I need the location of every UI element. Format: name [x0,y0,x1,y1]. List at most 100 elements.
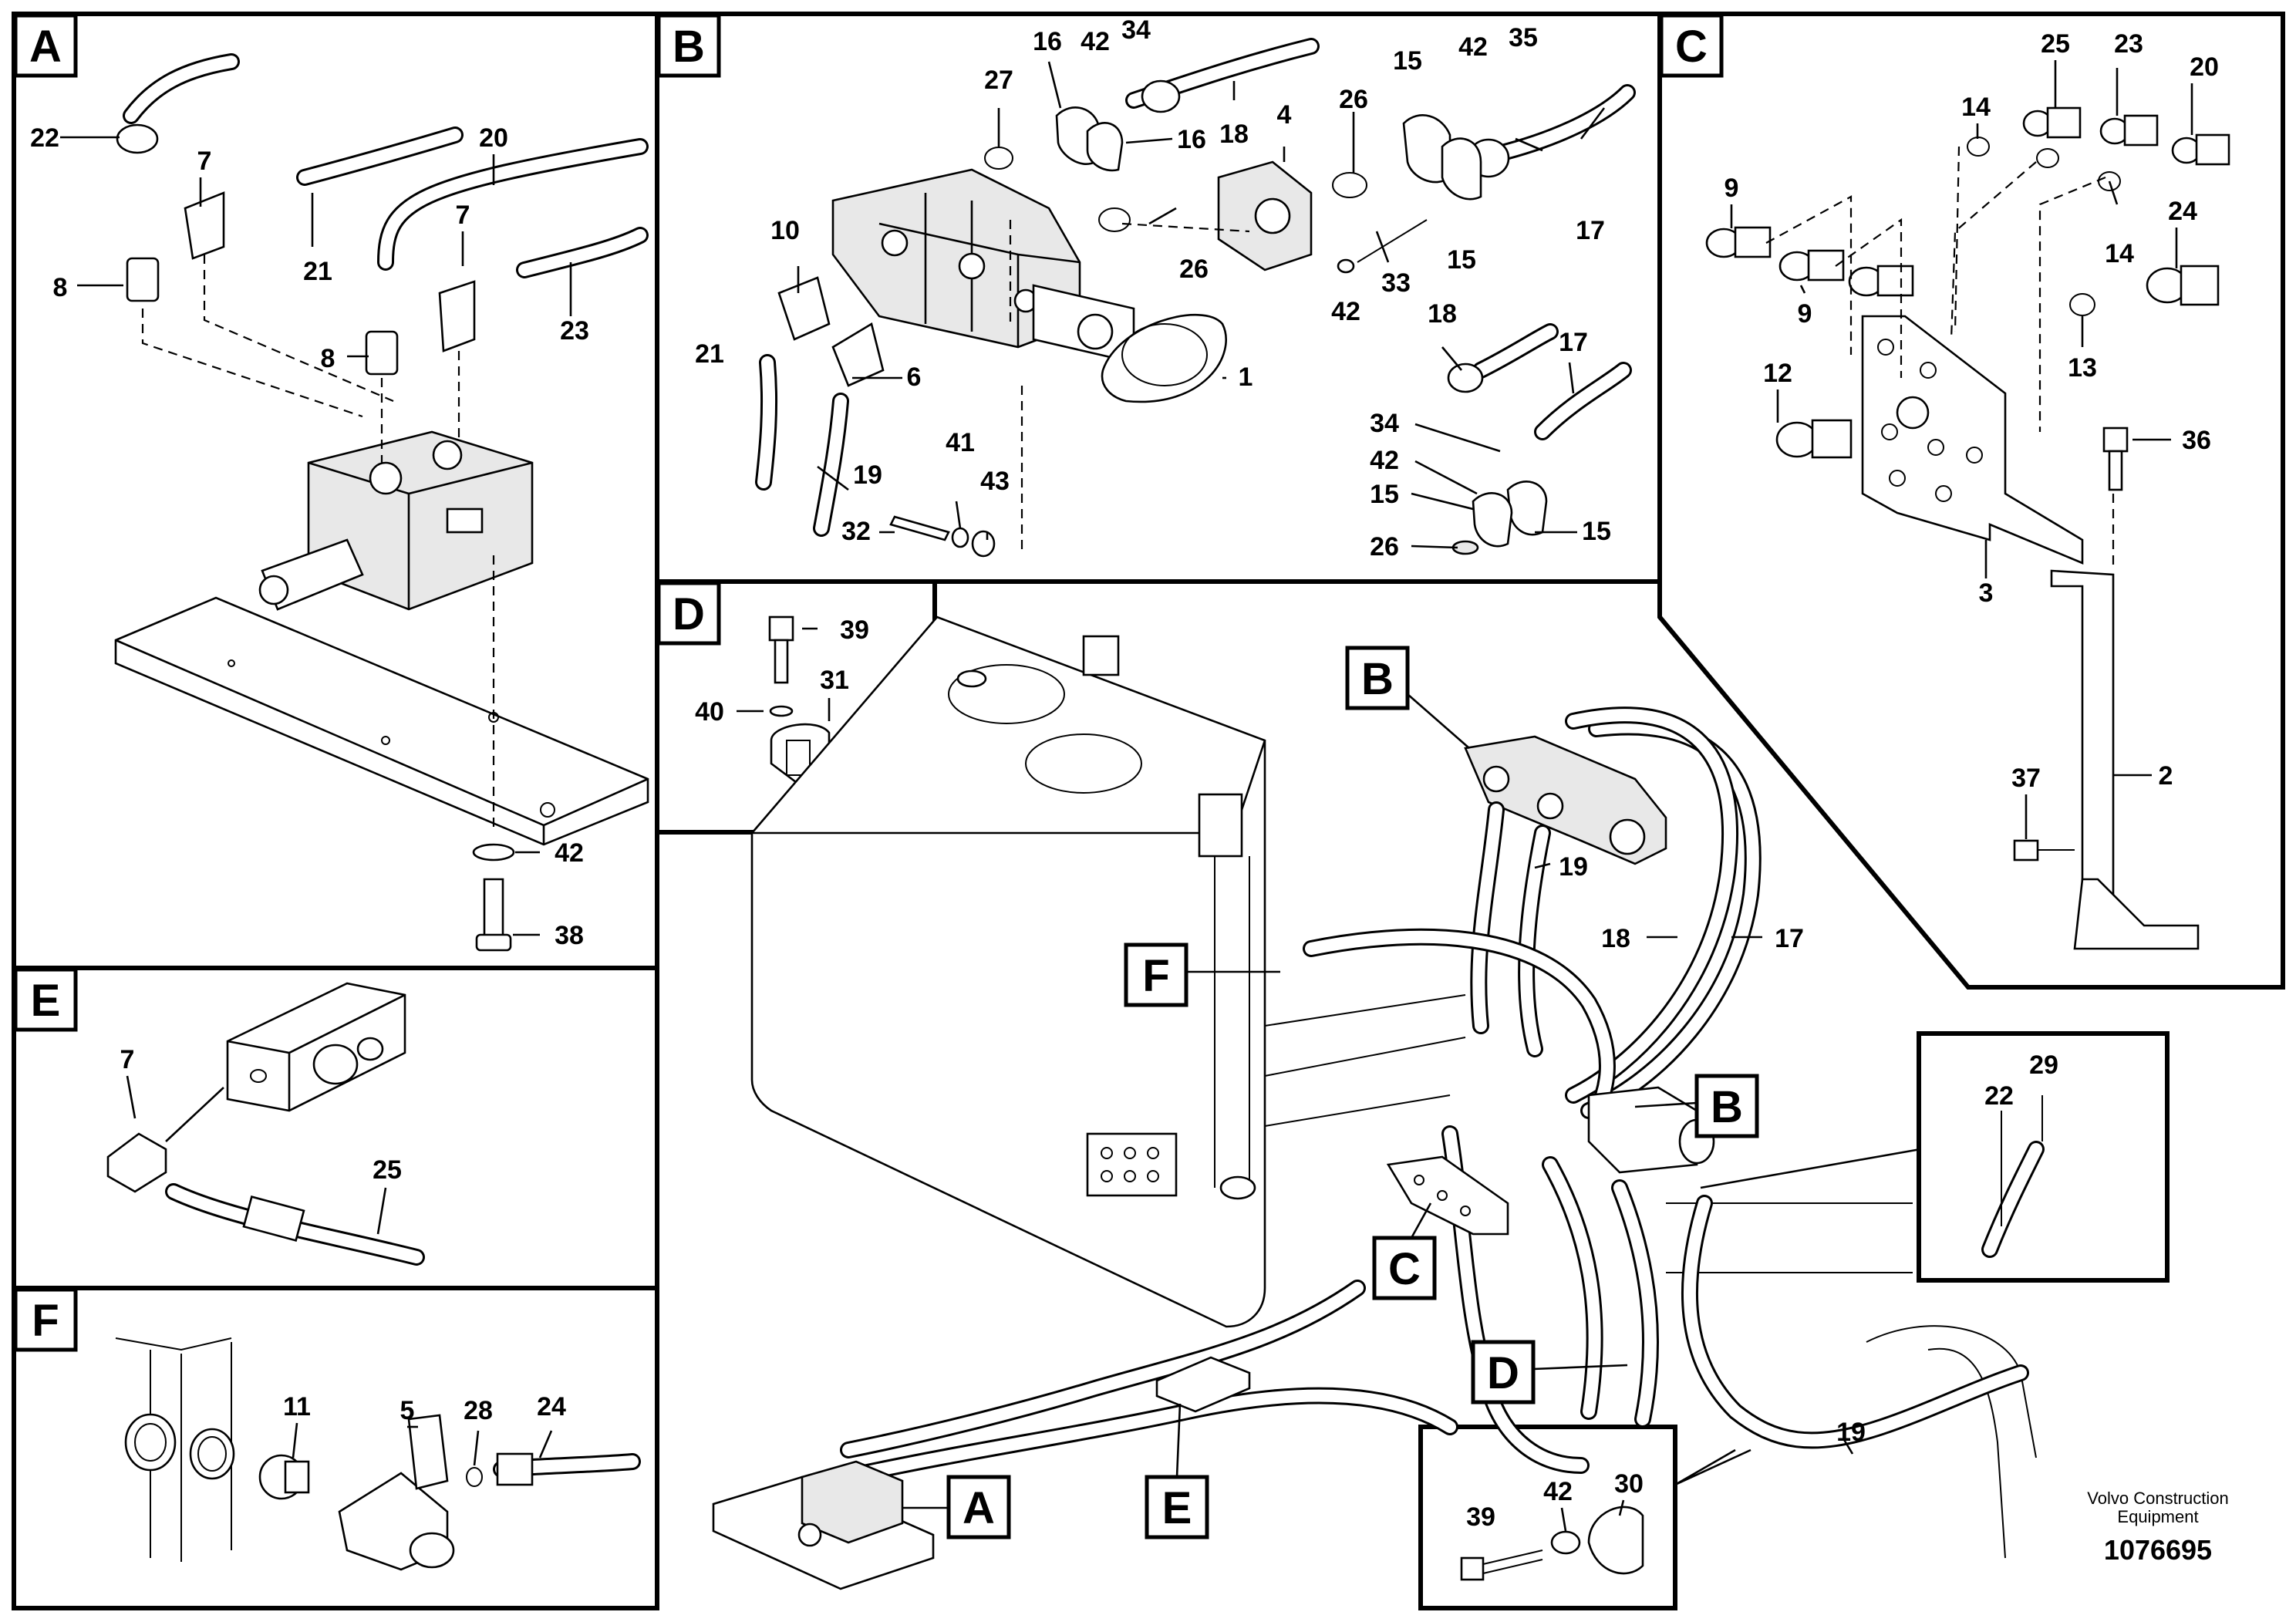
callout-c-24: 24 [2168,197,2197,226]
callout-ov-39: 39 [1466,1502,1495,1532]
callout-c-2: 2 [2159,761,2173,791]
panel-a-drawing: 22 7 20 21 8 8 7 23 42 38 [30,53,649,952]
callout-b-33: 33 [1381,268,1411,298]
tag-overview-b-right: B [1711,1082,1743,1132]
callout-ov-19-bottom: 19 [1836,1418,1866,1447]
detail-39-42-30-frame [1418,1425,1677,1610]
callout-a-8-mid: 8 [321,344,335,373]
callout-b-15-mid: 15 [1447,245,1476,275]
callout-a-38: 38 [555,921,584,950]
callout-b-42-top: 42 [1081,27,1110,56]
tag-overview-c: C [1388,1244,1421,1294]
panel-e-drawing: 7 25 [106,982,425,1266]
callout-a-23: 23 [560,316,589,346]
detail-22-29-frame [1917,1031,2170,1283]
callout-b-6: 6 [907,363,922,392]
callout-b-43: 43 [980,467,1010,496]
callout-f-5: 5 [400,1396,415,1425]
callout-b-19: 19 [853,460,882,490]
callout-d-31: 31 [820,666,849,695]
callout-a-22: 22 [30,123,59,153]
callout-b-42-low: 42 [1370,446,1399,475]
callout-b-15-low: 15 [1370,480,1399,509]
callout-c-23: 23 [2114,29,2143,59]
callout-b-16-mid: 16 [1177,125,1206,154]
callout-b-18-top: 18 [1219,120,1249,149]
brand-line-1: Volvo Construction [2087,1489,2228,1508]
callout-b-34-low: 34 [1370,409,1399,438]
panel-letter-e: E [31,976,61,1026]
panel-letter-b: B [673,22,705,72]
callout-ov-17: 17 [1775,924,1804,953]
callout-ov-29: 29 [2029,1050,2058,1080]
callout-b-34-top: 34 [1121,15,1151,45]
callout-a-8-left: 8 [53,273,68,302]
callout-ov-19: 19 [1559,852,1588,882]
callout-b-15-top: 15 [1393,46,1422,76]
callout-c-14-mid: 14 [2105,239,2134,268]
panel-f-drawing: 11 5 28 24 [115,1337,641,1571]
callout-a-7-right: 7 [456,201,470,230]
callout-b-10: 10 [770,216,800,245]
panel-letter-c: C [1675,22,1708,72]
panel-c-frame [1657,12,2285,990]
panel-letter-d: D [673,589,705,639]
callout-b-18-low: 18 [1428,299,1457,329]
tag-overview-e: E [1162,1483,1192,1533]
callout-b-4: 4 [1277,100,1292,130]
callout-b-26-low: 26 [1370,532,1399,561]
callout-b-17-low: 17 [1559,328,1588,357]
panel-b-drawing: 27 16 42 34 16 18 4 26 15 42 35 15 17 10… [695,15,1636,561]
callout-c-3: 3 [1979,578,1994,608]
callout-b-15-low2: 15 [1582,517,1611,546]
panel-letter-f: F [32,1296,59,1346]
callout-d-39: 39 [840,615,869,645]
panel-frames [12,12,2285,1610]
callout-ov-18: 18 [1601,924,1630,953]
tag-overview-f: F [1142,951,1169,1001]
callout-ov-22: 22 [1984,1081,2014,1111]
callout-c-25: 25 [2041,29,2070,59]
callout-b-17-top: 17 [1576,216,1605,245]
callout-c-14-top: 14 [1961,93,1991,122]
callout-a-42: 42 [555,838,584,868]
tag-overview-b-top: B [1361,654,1394,704]
callout-e-25: 25 [373,1155,402,1185]
callout-b-32: 32 [841,517,871,546]
callout-c-12: 12 [1763,359,1792,388]
panel-f-frame [12,1286,659,1610]
callout-e-7: 7 [120,1045,135,1074]
callout-b-42-mid: 42 [1331,297,1360,326]
callout-f-24: 24 [537,1392,566,1421]
brand-line-2: Equipment [2117,1507,2198,1526]
callout-c-9-left: 9 [1725,174,1739,203]
callout-c-37: 37 [2011,764,2041,793]
callout-b-21: 21 [695,339,724,369]
footer-block: Volvo Construction Equipment 1076695 [2087,1489,2228,1566]
panel-d-drawing: 39 40 31 [695,615,869,788]
panel-letter-a: A [29,22,62,72]
callout-ov-30: 30 [1614,1469,1644,1499]
tag-overview-d: D [1487,1348,1519,1398]
callout-c-20: 20 [2190,52,2219,82]
panel-c-drawing: 14 25 23 20 9 14 24 9 12 13 36 3 2 37 [1705,29,2230,950]
callout-b-41: 41 [946,428,975,457]
overview-drawing: B F B C D A E 19 18 17 22 29 [712,615,2058,1590]
callout-ov-42: 42 [1543,1477,1573,1506]
callout-a-21: 21 [303,257,332,286]
callout-a-7: 7 [197,147,212,176]
callout-b-35: 35 [1509,23,1538,52]
callout-b-26-mid: 26 [1179,255,1209,284]
callout-c-13: 13 [2068,353,2097,383]
callout-b-27: 27 [984,66,1013,95]
callout-b-1: 1 [1239,363,1253,392]
callout-c-36: 36 [2182,426,2211,455]
callout-a-20: 20 [479,123,508,153]
tag-overview-a: A [963,1483,995,1533]
callout-f-28: 28 [464,1396,493,1425]
callout-d-40: 40 [695,697,724,727]
callout-b-26-top: 26 [1339,85,1368,114]
drawing-number: 1076695 [2104,1534,2212,1566]
callout-b-16-top: 16 [1033,27,1062,56]
